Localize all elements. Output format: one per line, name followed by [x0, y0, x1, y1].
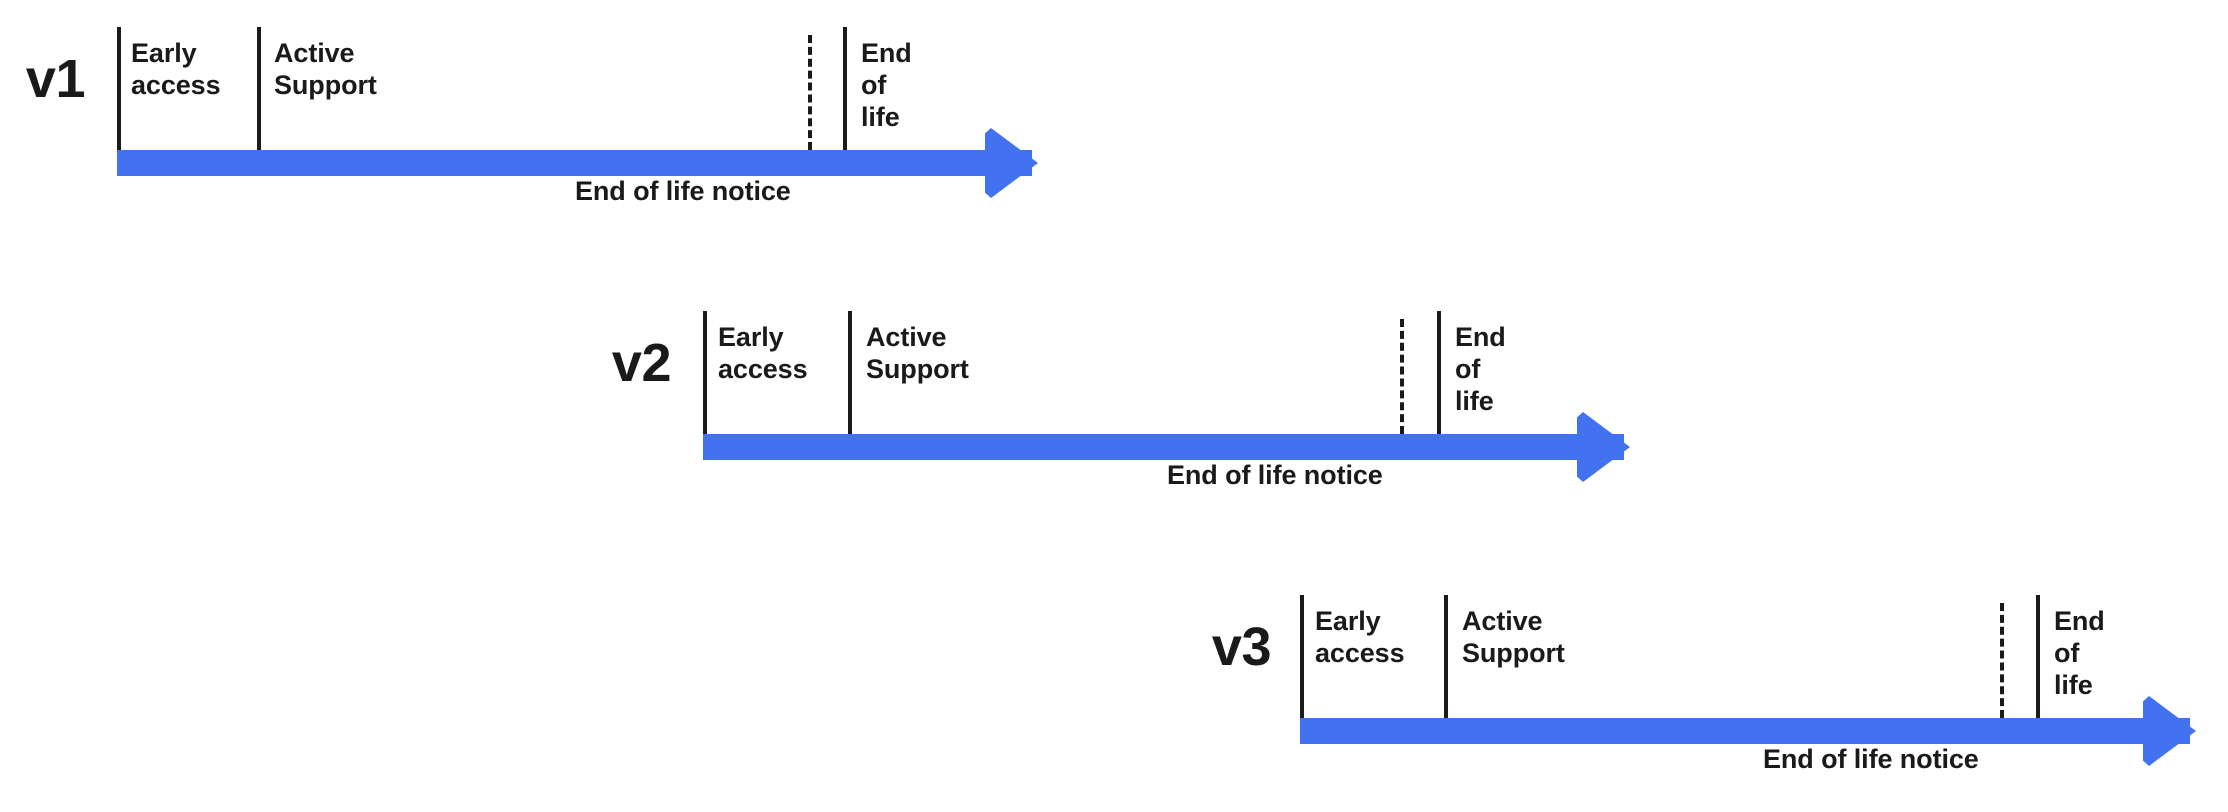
tick-end-of-life-notice-v2 — [1400, 319, 1404, 434]
arrow-right-icon-v1 — [985, 124, 1043, 202]
tick-active-support-start-v2 — [848, 311, 852, 434]
version-label-v1: v1 — [25, 49, 86, 109]
arrow-right-icon-v2 — [1577, 408, 1635, 486]
phase-label-active-support-v3: Active Support — [1462, 606, 1565, 668]
arrow-right-icon-v3 — [2143, 692, 2201, 770]
phase-label-end-of-life-v1: End of life — [861, 38, 912, 132]
notice-label-v3: End of life notice — [1763, 744, 1979, 774]
timeline-bar-v3 — [1300, 718, 2190, 744]
phase-label-active-support-v2: Active Support — [866, 322, 969, 384]
phase-label-early-access-v3: Early access — [1315, 606, 1405, 668]
notice-label-v1: End of life notice — [575, 176, 791, 206]
phase-label-end-of-life-v2: End of life — [1455, 322, 1506, 416]
tick-active-support-start-v1 — [257, 27, 261, 150]
timeline-bar-v1 — [117, 150, 1032, 176]
timeline-bar-v2 — [703, 434, 1624, 460]
tick-active-support-start-v3 — [1444, 595, 1448, 718]
tick-end-of-life-notice-v3 — [2000, 603, 2004, 718]
tick-early-access-start-v3 — [1300, 595, 1304, 718]
notice-label-v2: End of life notice — [1167, 460, 1383, 490]
tick-end-of-life-start-v3 — [2036, 595, 2040, 718]
phase-label-active-support-v1: Active Support — [274, 38, 377, 100]
tick-end-of-life-notice-v1 — [808, 35, 812, 150]
phase-label-early-access-v1: Early access — [131, 38, 221, 100]
phase-label-early-access-v2: Early access — [718, 322, 808, 384]
tick-early-access-start-v1 — [117, 27, 121, 150]
tick-end-of-life-start-v1 — [843, 27, 847, 150]
version-label-v3: v3 — [1211, 617, 1272, 677]
version-label-v2: v2 — [611, 333, 672, 393]
phase-label-end-of-life-v3: End of life — [2054, 606, 2105, 700]
tick-early-access-start-v2 — [703, 311, 707, 434]
tick-end-of-life-start-v2 — [1437, 311, 1441, 434]
